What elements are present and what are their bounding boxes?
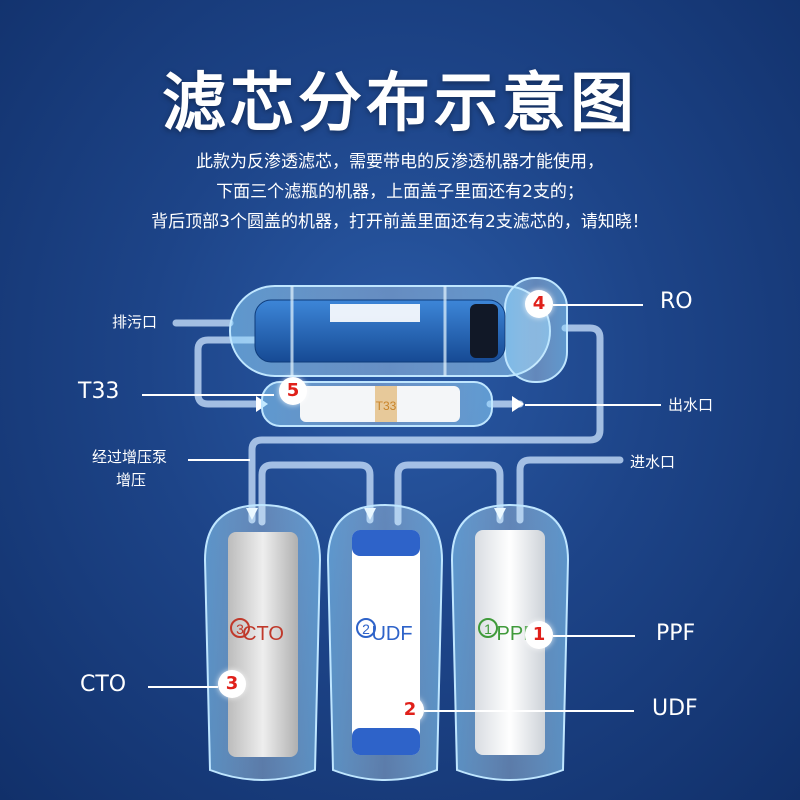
t33-callout-line (142, 394, 274, 396)
page-title: 滤芯分布示意图 (0, 52, 800, 144)
ppf-callout-line (553, 635, 635, 637)
t33-label: T33 (78, 382, 119, 402)
pump-label-line1: 经过增压泵 (92, 447, 167, 467)
udf-cartridge-text: UDF (371, 623, 412, 645)
description-line-2: 下面三个滤瓶的机器，上面盖子里面还有2支的； (0, 181, 800, 203)
ppf-cartridge-num: 1 (484, 621, 492, 637)
ro-housing (230, 278, 567, 382)
inlet-label: 进水口 (630, 452, 675, 472)
badge-3: 3 (218, 670, 246, 698)
badge-5: 5 (279, 377, 307, 405)
description-line-1: 此款为反渗透滤芯，需要带电的反渗透机器才能使用， (0, 151, 800, 173)
outlet-callout-line (525, 404, 661, 406)
outlet-label: 出水口 (668, 395, 713, 415)
udf-label: UDF (652, 699, 698, 719)
cto-callout-line (148, 686, 218, 688)
pump-label-line2: 增压 (116, 470, 146, 490)
udf-callout-line (424, 710, 634, 712)
ro-label: RO (660, 292, 693, 312)
udf-cartridge-num: 2 (362, 621, 370, 637)
ppf-label: PPF (656, 624, 695, 644)
cto-label: CTO (80, 675, 126, 695)
cto-housing: CTO 3 (205, 505, 320, 780)
badge-2: 2 (396, 696, 424, 724)
drain-label: 排污口 (112, 312, 157, 332)
badge-4: 4 (525, 290, 553, 318)
ro-callout-line (553, 304, 643, 306)
badge-1: 1 (525, 621, 553, 649)
description-line-3: 背后顶部3个圆盖的机器，打开前盖里面还有2支滤芯的，请知晓！ (0, 211, 800, 233)
t33-cartridge-text: T33 (376, 399, 397, 413)
udf-housing: UDF 2 (328, 505, 442, 780)
pump-callout-line (188, 459, 250, 461)
cto-cartridge-num: 3 (236, 621, 244, 637)
